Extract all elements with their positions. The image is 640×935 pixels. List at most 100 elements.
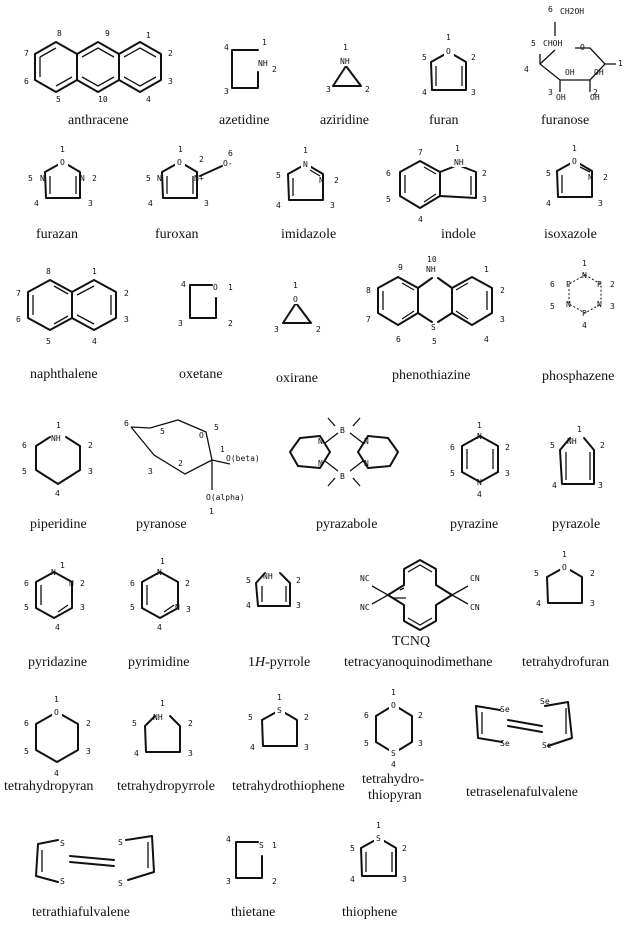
svg-text:1: 1 [160,699,165,708]
svg-text:2: 2 [185,579,190,588]
structure-pyrazabole: N N N N B B pyrazabole [289,417,399,532]
svg-text:3: 3 [88,467,93,476]
name-imidazole: imidazole [281,227,336,242]
svg-text:6: 6 [22,441,27,450]
svg-text:4: 4 [157,623,162,632]
svg-text:1: 1 [455,144,460,153]
svg-text:2: 2 [272,877,277,886]
svg-text:S: S [376,834,381,843]
svg-text:1: 1 [92,267,97,276]
svg-text:N: N [597,300,602,309]
svg-text:N: N [588,173,593,182]
svg-text:3: 3 [80,603,85,612]
svg-text:O: O [199,431,204,440]
svg-text:5: 5 [46,337,51,346]
structure-piperidine: NH 1 2 3 4 5 6 piperidine [22,421,93,532]
svg-text:1: 1 [293,281,298,290]
svg-text:NC: NC [360,603,370,612]
structure-pyrazine: N N 1 2 3 4 5 6 pyrazine [450,421,510,532]
svg-text:4: 4 [422,88,427,97]
name-isoxazole: isoxazole [544,227,597,242]
svg-text:O(beta): O(beta) [226,454,260,463]
svg-text:N: N [80,174,85,183]
svg-text:2: 2 [471,53,476,62]
svg-text:S: S [431,323,436,332]
structure-tetrahydrothiophene: S 1 2 3 4 5 tetrahydrothiophene [232,693,345,794]
svg-text:2: 2 [418,711,423,720]
svg-text:O: O [54,708,59,717]
svg-text:S: S [118,879,123,888]
name-phosphazene: phosphazene [542,369,614,384]
svg-text:N: N [40,174,45,183]
structure-furazan: O N N 1 2 3 4 5 furazan [28,145,97,242]
structure-1h-pyrrole: NH 5 2 3 4 1H-pyrrole [246,572,310,670]
svg-text:5: 5 [386,195,391,204]
svg-text:5: 5 [550,441,555,450]
name-pyrazole: pyrazole [552,517,600,532]
svg-text:5: 5 [22,467,27,476]
svg-text:1: 1 [618,59,623,68]
svg-text:3: 3 [188,749,193,758]
pos-7: 7 [24,49,29,58]
name-tetrathiafulvalene: tetrathiafulvalene [32,905,130,920]
structure-tetrahydropyrrole: NH 1 2 3 4 5 tetrahydropyrrole [117,699,215,794]
svg-text:1: 1 [577,425,582,434]
svg-text:1: 1 [582,259,587,268]
svg-text:8: 8 [46,267,51,276]
svg-text:3: 3 [471,88,476,97]
svg-text:OH: OH [594,68,604,77]
svg-text:6: 6 [124,419,129,428]
svg-text:3: 3 [326,85,331,94]
svg-text:3: 3 [186,605,191,614]
svg-text:CN: CN [470,574,480,583]
svg-text:1: 1 [562,550,567,559]
svg-text:O: O [177,158,182,167]
svg-text:5: 5 [214,423,219,432]
svg-text:6: 6 [550,280,555,289]
svg-text:5: 5 [432,337,437,346]
svg-text:5: 5 [422,53,427,62]
svg-text:2: 2 [86,719,91,728]
svg-text:1: 1 [160,557,165,566]
svg-text:2: 2 [92,174,97,183]
svg-text:Se: Se [500,705,510,714]
svg-text:1: 1 [572,144,577,153]
svg-text:2: 2 [88,441,93,450]
svg-text:NH: NH [454,158,464,167]
svg-text:5: 5 [246,576,251,585]
svg-text:4: 4 [55,489,60,498]
svg-text:5: 5 [160,427,165,436]
svg-text:O: O [293,295,298,304]
svg-text:N+: N+ [194,174,204,183]
svg-text:4: 4 [34,199,39,208]
name-naphthalene: naphthalene [30,367,98,382]
svg-text:10: 10 [427,255,437,264]
svg-text:5: 5 [550,302,555,311]
svg-text:4: 4 [55,623,60,632]
svg-text:9: 9 [398,263,403,272]
svg-text:Se: Se [542,741,552,750]
svg-text:Se: Se [540,697,550,706]
svg-text:2: 2 [228,319,233,328]
name-tcnq: tetracyanoquinodimethane [344,655,493,670]
svg-text:6: 6 [386,169,391,178]
svg-text:4: 4 [477,490,482,499]
svg-text:3: 3 [226,877,231,886]
svg-text:NH: NH [426,265,436,274]
structure-naphthalene: 8 1 2 3 4 5 6 7 naphthalene [16,267,129,382]
svg-text:NH: NH [263,572,273,581]
structure-tsf: Se Se Se Se tetraselenafulvalene [466,697,578,800]
svg-text:2: 2 [80,579,85,588]
svg-text:2: 2 [505,443,510,452]
name-tetraselenafulvalene: tetraselenafulvalene [466,785,578,800]
svg-text:7: 7 [418,148,423,157]
structure-pyranose: 6 5 O 5 2 3 1 O(beta) O(alpha) 1 pyranos… [124,419,260,532]
structure-phenothiazine: NH S 10 9 1 2 3 4 5 6 7 8 phenothiazine [366,255,505,383]
svg-text:1: 1 [178,145,183,154]
name-oxirane: oxirane [276,371,318,386]
name-pyrazine: pyrazine [450,517,498,532]
pos-4: 4 [146,95,151,104]
svg-text:2: 2 [600,441,605,450]
structure-pyridazine: N N 1 2 3 4 5 6 pyridazine [24,561,87,670]
